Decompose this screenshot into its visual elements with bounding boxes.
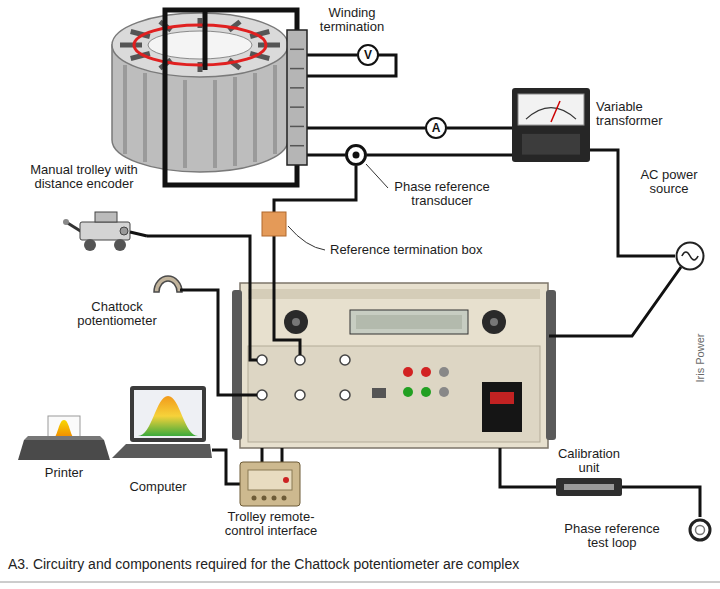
phase-reference-test-loop: Phase reference test loop bbox=[687, 517, 713, 543]
calibration-unit-icon bbox=[556, 478, 622, 496]
wire-connector bbox=[307, 154, 345, 157]
reference-termination-box: Reference termination box bbox=[262, 212, 286, 236]
variable-transformer: Variable transformer bbox=[512, 88, 590, 162]
trolley-remote-control-interface-icon bbox=[240, 462, 300, 506]
computer: Computer bbox=[112, 386, 212, 466]
leader-line bbox=[288, 164, 388, 250]
wire-connector bbox=[367, 154, 512, 157]
caption-rule bbox=[0, 582, 720, 583]
wire-connector bbox=[622, 487, 700, 517]
ac-power-source: AC power source bbox=[675, 241, 705, 271]
meter-letter: A bbox=[432, 121, 441, 135]
stator-core bbox=[112, 13, 288, 172]
wire-connector bbox=[307, 54, 357, 57]
component-label: Printer bbox=[24, 466, 104, 480]
chattock-potentiometer-icon bbox=[150, 262, 186, 296]
variable-transformer-icon bbox=[512, 88, 590, 162]
component-label: Reference termination box bbox=[330, 243, 530, 257]
manual-trolley-icon bbox=[62, 208, 147, 252]
voltmeter: V bbox=[357, 44, 379, 66]
component-label: Trolley remote-control interface bbox=[210, 510, 332, 538]
manual-trolley: Manual trolley with distance encoder bbox=[62, 208, 147, 252]
figure-caption: A3. Circuitry and components required fo… bbox=[8, 556, 712, 573]
wire-connector bbox=[447, 127, 512, 130]
component-label: Computer bbox=[118, 480, 198, 494]
component-label: Winding termination bbox=[310, 6, 394, 34]
component-label: Calibration unit bbox=[549, 447, 629, 475]
trolley-remote-control-interface: Trolley remote-control interface bbox=[240, 462, 300, 506]
component-label: AC power source bbox=[630, 168, 708, 196]
wire-connector bbox=[307, 127, 425, 130]
component-label: Phase reference transducer bbox=[383, 180, 501, 208]
wire-connector bbox=[590, 150, 675, 256]
computer-icon bbox=[112, 386, 212, 466]
phase-reference-transducer-icon bbox=[345, 144, 367, 166]
component-label: Chattock potentiometer bbox=[62, 300, 172, 328]
component-label: Manual trolley with distance encoder bbox=[29, 163, 139, 191]
phase-reference-test-loop-icon bbox=[687, 517, 713, 543]
calibration-unit: Calibration unit bbox=[556, 478, 622, 496]
wire-connector bbox=[274, 166, 356, 212]
watermark: Iris Power bbox=[693, 318, 707, 398]
printer-icon bbox=[18, 414, 110, 462]
ammeter: A bbox=[425, 117, 447, 139]
chattock-instrument bbox=[232, 283, 556, 448]
reference-termination-box-icon bbox=[262, 212, 286, 236]
component-label: Phase reference test loop bbox=[557, 522, 667, 550]
ac-power-source-icon bbox=[675, 241, 705, 271]
component-label: Variable transformer bbox=[596, 100, 706, 128]
winding-termination-icon bbox=[287, 30, 307, 165]
printer: Printer bbox=[18, 414, 110, 462]
phase-reference-transducer: Phase reference transducer bbox=[345, 144, 367, 166]
meter-letter: V bbox=[364, 48, 372, 62]
wire-connector bbox=[212, 450, 240, 484]
winding-termination: Winding termination bbox=[287, 30, 307, 165]
chattock-potentiometer: Chattock potentiometer bbox=[150, 262, 186, 296]
winding-loop bbox=[165, 10, 297, 185]
